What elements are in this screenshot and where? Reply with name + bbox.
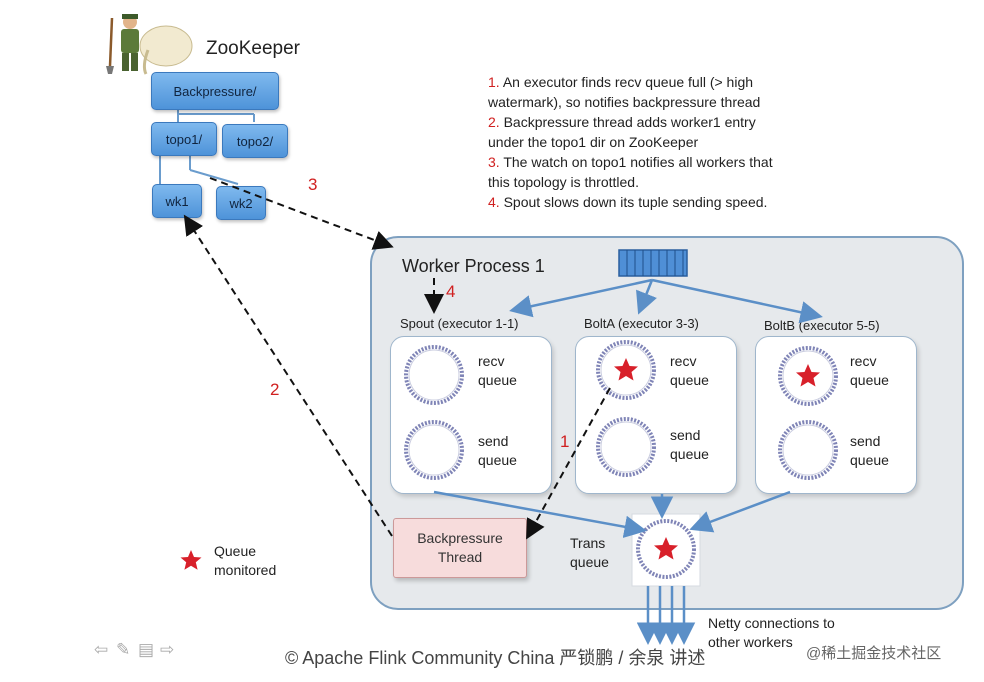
arrow-to-boltb <box>651 278 823 324</box>
arrow-label-4: 4 <box>446 282 456 301</box>
arrow-step2 <box>183 214 393 537</box>
input-queue-bar <box>618 249 688 277</box>
queue-rings <box>404 340 838 480</box>
worker-process-title: Worker Process 1 <box>402 256 545 276</box>
step-line: this topology is throttled. <box>488 174 639 190</box>
step-line: 2. Backpressure thread adds worker1 entr… <box>488 114 756 130</box>
zk-node-wk1: wk1 <box>152 184 202 218</box>
zk-node-wk2: wk2 <box>216 186 266 220</box>
arrow-step1 <box>526 387 611 540</box>
zk-node-backpressure: Backpressure/ <box>151 72 279 110</box>
executor-label-boltb: BoltB (executor 5-5) <box>764 318 880 333</box>
netty-arrows <box>636 586 696 645</box>
arrow-to-bolta <box>636 279 657 315</box>
backpressure-thread-box: Backpressure Thread <box>393 518 527 578</box>
watermark: @稀土掘金技术社区 <box>806 645 942 662</box>
step-line: under the topo1 dir on ZooKeeper <box>488 134 699 150</box>
prev-slide-icon[interactable]: ⇦ <box>94 640 109 659</box>
arrow-to-spout <box>509 278 653 318</box>
star-icon <box>180 550 202 570</box>
executor-box-boltb <box>755 336 917 494</box>
next-slide-icon[interactable]: ⇨ <box>160 640 175 659</box>
star-icon <box>614 358 638 381</box>
zk-node-topo1: topo1/ <box>151 122 217 156</box>
menu-icon[interactable]: ▤ <box>138 640 155 659</box>
footer-copyright: © Apache Flink Community China 严锁鹏 / 余泉 … <box>285 648 706 668</box>
step-line: 1. An executor finds recv queue full (> … <box>488 74 754 90</box>
zk-node-topo2: topo2/ <box>222 124 288 158</box>
executor-label-spout: Spout (executor 1-1) <box>400 316 519 331</box>
steps-list: 1. An executor finds recv queue full (> … <box>488 72 828 212</box>
step-line: watermark), so notifies backpressure thr… <box>488 94 761 110</box>
step-line: 4. Spout slows down its tuple sending sp… <box>488 194 768 210</box>
queue-rings-inner <box>408 344 834 476</box>
zookeeper-mascot-icon <box>102 10 198 78</box>
pen-icon[interactable]: ✎ <box>116 640 131 659</box>
zookeeper-title: ZooKeeper <box>206 38 301 59</box>
arrow-spout-to-trans <box>433 490 647 538</box>
star-icon <box>796 364 820 387</box>
backpressure-thread-line2: Thread <box>437 549 483 565</box>
backpressure-thread-line1: Backpressure <box>417 530 503 546</box>
arrow-label-2: 2 <box>270 380 280 399</box>
arrow-label-3: 3 <box>308 175 318 194</box>
arrow-label-1: 1 <box>560 432 570 451</box>
trans-queue-ring <box>636 519 696 579</box>
star-icon <box>654 537 678 560</box>
executor-label-bolta: BoltA (executor 3-3) <box>584 316 699 331</box>
step-line: 3. The watch on topo1 notifies all worke… <box>488 154 773 170</box>
queue-monitored-stars <box>180 358 820 570</box>
arrow-step3 <box>209 177 394 250</box>
arrow-boltb-to-trans <box>689 490 791 533</box>
